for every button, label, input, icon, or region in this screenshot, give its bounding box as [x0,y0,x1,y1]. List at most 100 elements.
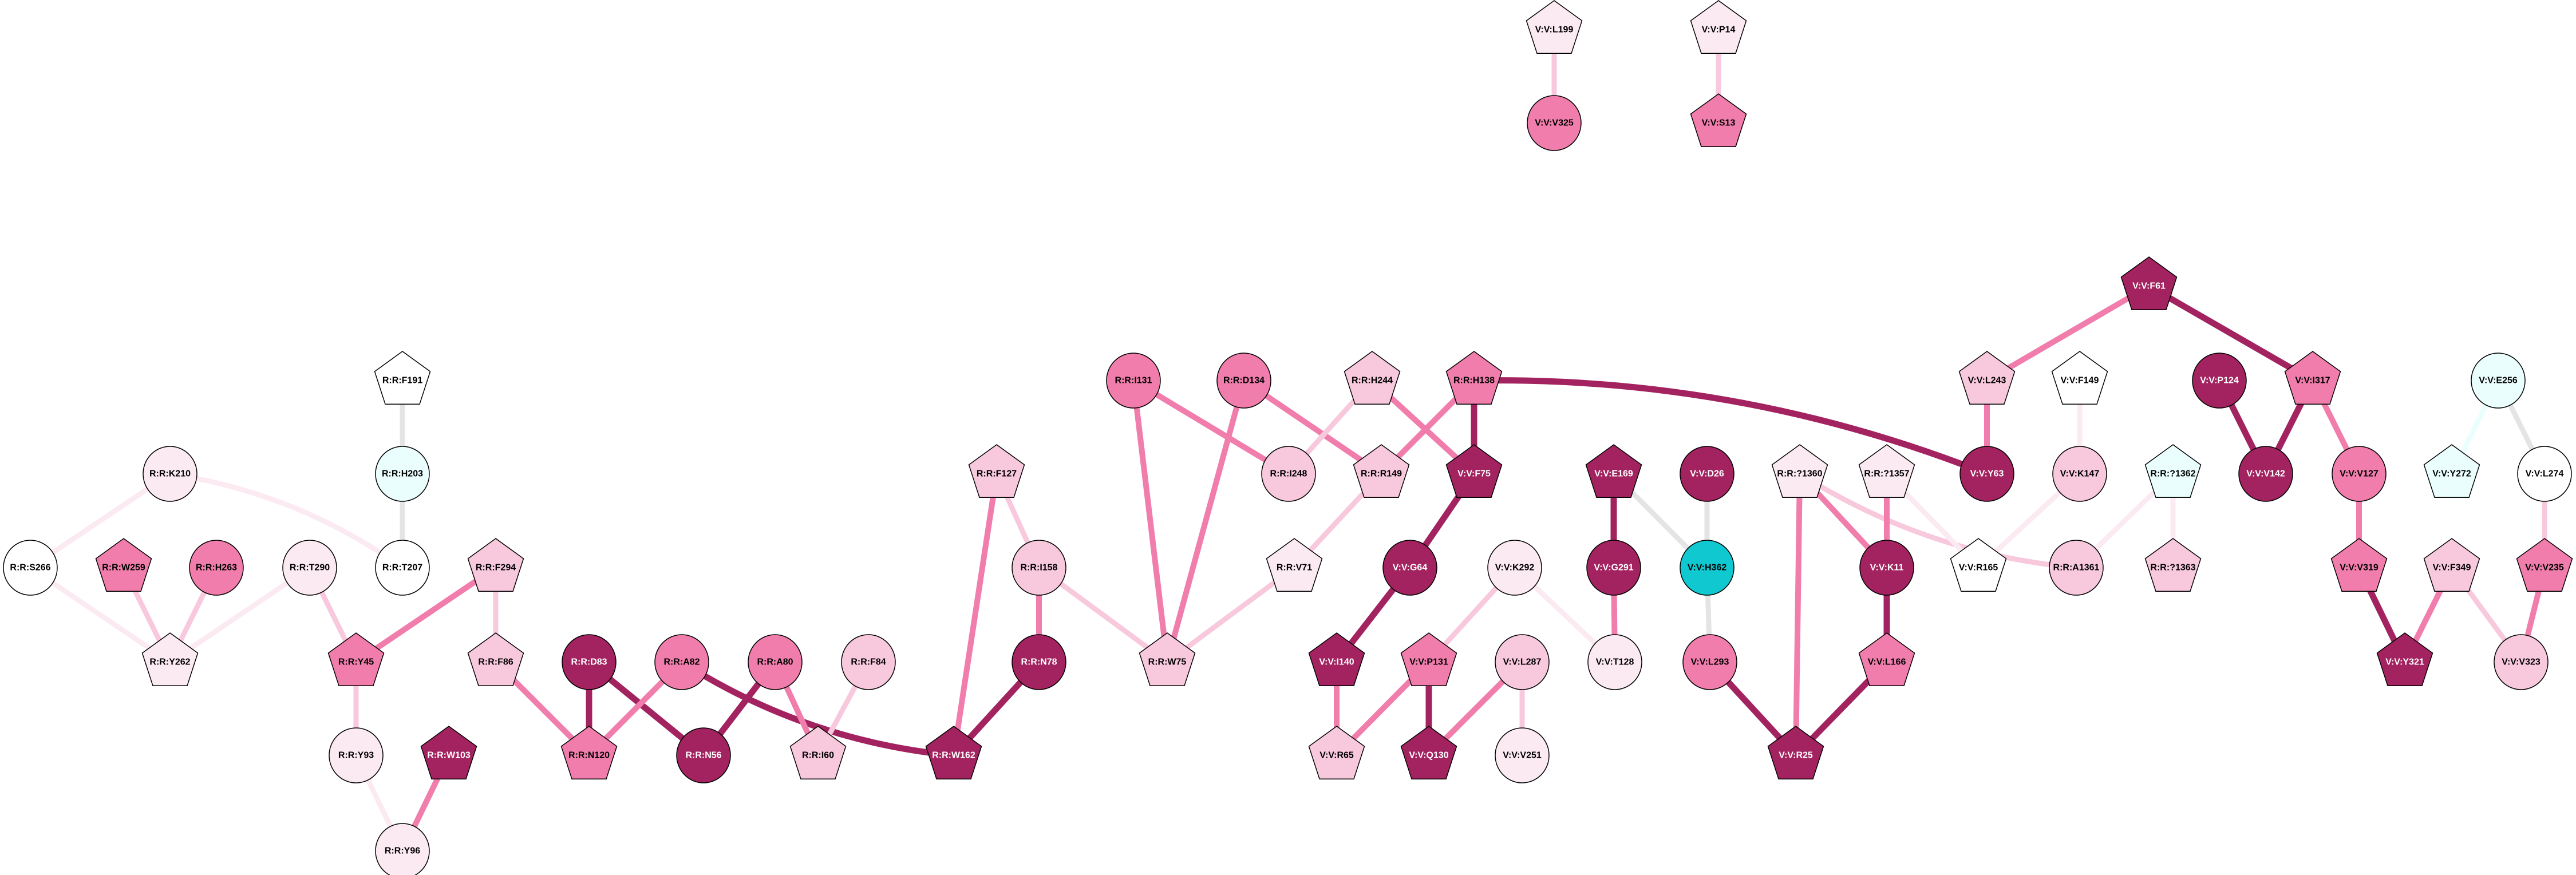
node[interactable]: R:R:I60 [789,726,847,780]
node[interactable]: R:R:Y262 [141,632,199,687]
node-label: V:V:V319 [2340,563,2379,573]
node[interactable]: V:V:L274 [2517,446,2572,502]
node[interactable]: V:V:L287 [1495,634,1550,690]
node[interactable]: R:R:K210 [143,446,197,502]
node[interactable]: V:V:Y63 [1959,446,2014,502]
node[interactable]: V:V:D26 [1680,446,1735,502]
node[interactable]: V:V:L293 [1682,634,1737,690]
node[interactable]: V:V:K292 [1487,540,1542,596]
node[interactable]: R:R:N56 [676,727,731,783]
pentagon-node-shape [560,726,618,780]
node[interactable]: V:V:V235 [2516,538,2573,592]
node[interactable]: V:V:T128 [1587,634,1642,690]
node[interactable]: V:V:I317 [2284,351,2341,405]
node[interactable]: R:R:Y93 [329,727,384,783]
node[interactable]: R:R:R149 [1353,444,1410,498]
node[interactable]: V:V:I140 [1308,632,1365,687]
node[interactable]: R:R:T207 [375,540,430,596]
node[interactable]: R:R:A82 [654,634,709,690]
edge [951,473,999,756]
node[interactable]: R:R:?1357 [1858,444,1915,498]
circle-node-shape [329,727,384,783]
circle-node-shape [841,634,896,690]
node[interactable]: V:V:Y321 [2376,632,2433,687]
node[interactable]: R:R:F127 [968,444,1025,498]
node-label: V:V:Q130 [1409,751,1448,761]
node[interactable]: V:V:F75 [1445,444,1503,498]
node-label: V:V:H362 [1688,563,1727,573]
node[interactable]: R:R:I131 [1106,353,1161,409]
node[interactable]: V:V:S13 [1690,93,1747,148]
node[interactable]: V:V:G64 [1382,540,1437,596]
node[interactable]: V:V:F349 [2423,538,2480,592]
node[interactable]: V:V:P131 [1400,632,1457,687]
node-label: R:R:T290 [290,563,330,573]
edge [1793,473,1803,756]
node[interactable]: V:V:V127 [2332,446,2387,502]
node[interactable]: R:R:V71 [1266,538,1323,592]
node[interactable]: V:V:L199 [1526,0,1583,54]
circle-node-shape [1527,95,1582,151]
node[interactable]: V:V:H362 [1680,540,1735,596]
node[interactable]: R:R:D134 [1216,353,1271,409]
pentagon-node-shape [1858,444,1915,498]
node[interactable]: V:V:P14 [1690,0,1747,54]
node[interactable]: V:V:V142 [2238,446,2293,502]
node[interactable]: V:V:E169 [1585,444,1642,498]
node[interactable]: R:R:?1363 [2144,538,2202,592]
node[interactable]: V:V:E256 [2471,353,2526,409]
node[interactable]: R:R:H203 [375,446,430,502]
node[interactable]: R:R:H244 [1344,351,1401,405]
node[interactable]: R:R:W259 [95,538,152,592]
node[interactable]: V:V:F149 [2051,351,2108,405]
node[interactable]: R:R:W103 [420,726,477,780]
node[interactable]: R:R:N120 [560,726,618,780]
node[interactable]: R:R:S266 [3,540,58,596]
node[interactable]: V:V:V325 [1527,95,1582,151]
node[interactable]: R:R:I248 [1261,446,1316,502]
circle-node-shape [748,634,803,690]
node[interactable]: V:V:Y272 [2423,444,2480,498]
node[interactable]: V:V:G291 [1586,540,1641,596]
node[interactable]: R:R:F191 [374,351,431,405]
node[interactable]: R:R:A80 [748,634,803,690]
node[interactable]: V:V:R65 [1308,726,1365,780]
node[interactable]: V:V:Q130 [1400,726,1457,780]
node[interactable]: R:R:Y96 [375,823,430,875]
node[interactable]: V:V:L166 [1858,632,1915,687]
node[interactable]: R:R:N78 [1012,634,1066,690]
node[interactable]: R:R:H263 [189,540,244,596]
node[interactable]: V:V:V251 [1495,727,1550,783]
node[interactable]: V:V:K147 [2052,446,2107,502]
node[interactable]: R:R:Y45 [327,632,385,687]
node[interactable]: V:V:V319 [2330,538,2388,592]
node[interactable]: R:R:?1360 [1771,444,1828,498]
node[interactable]: R:R:F86 [467,632,524,687]
node[interactable]: R:R:D83 [562,634,617,690]
node[interactable]: V:V:K11 [1859,540,1914,596]
pentagon-node-shape [1585,444,1642,498]
node[interactable]: R:R:T290 [282,540,337,596]
node[interactable]: R:R:W162 [925,726,982,780]
node-label: R:R:K210 [149,469,191,479]
node-label: V:V:V142 [2246,469,2285,479]
node[interactable]: V:V:L243 [1958,351,2016,405]
node-label: R:R:?1362 [2150,469,2195,479]
node[interactable]: R:R:?1362 [2144,444,2202,498]
node[interactable]: R:R:H138 [1445,351,1503,405]
node[interactable]: V:V:V323 [2494,634,2549,690]
node[interactable]: R:R:W75 [1139,632,1196,687]
node[interactable]: R:R:A1361 [2049,540,2104,596]
circle-node-shape [1495,634,1550,690]
node[interactable]: R:R:F84 [841,634,896,690]
node[interactable]: V:V:F61 [2120,256,2178,311]
node[interactable]: R:R:I158 [1012,540,1066,596]
node-label: V:V:L274 [2526,469,2564,479]
node[interactable]: V:V:R165 [1950,538,2007,592]
node[interactable]: V:V:P124 [2192,353,2247,409]
pentagon-node-shape [327,632,385,687]
pentagon-node-shape [141,632,199,687]
node[interactable]: V:V:R25 [1767,726,1824,780]
node[interactable]: R:R:F294 [467,538,524,592]
node-label: V:V:L199 [1535,25,1574,35]
